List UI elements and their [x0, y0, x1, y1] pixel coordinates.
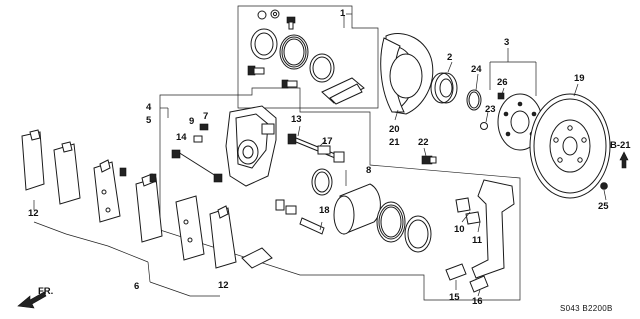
caliper-group-outline	[159, 87, 521, 301]
caliper-piston	[311, 168, 432, 253]
callout-1: 1	[340, 8, 346, 19]
callout-2: 2	[447, 52, 452, 63]
callout-19: 19	[574, 73, 585, 84]
callout-6: 6	[134, 281, 139, 292]
front-direction-arrow	[17, 291, 47, 309]
callout-23: 23	[485, 104, 496, 115]
callout-24: 24	[471, 64, 482, 75]
seal-kit	[247, 9, 365, 105]
front-label: FR.	[38, 286, 53, 297]
callout-3: 3	[504, 37, 509, 48]
brake-pads	[21, 129, 273, 269]
reference-label: B-21	[610, 140, 631, 151]
caliper-bracket	[421, 155, 515, 293]
callout-25: 25	[598, 201, 609, 212]
callout-12-bottom: 12	[218, 280, 229, 291]
seal-kit-box-outline	[237, 5, 379, 109]
callout-15: 15	[449, 292, 460, 303]
callout-13: 13	[291, 114, 302, 125]
wheel-bearing	[430, 72, 482, 111]
diagram-code: S043 B2200B	[560, 304, 613, 313]
callout-5: 5	[146, 115, 152, 126]
callout-22: 22	[418, 137, 429, 148]
callout-21: 21	[389, 137, 400, 148]
callout-26: 26	[497, 77, 508, 88]
brake-disc	[529, 93, 629, 199]
callout-12-left: 12	[28, 208, 39, 219]
callout-10: 10	[454, 224, 465, 235]
callout-18: 18	[319, 205, 330, 216]
callout-4: 4	[146, 102, 152, 113]
caliper-pins	[275, 133, 345, 235]
callout-9: 9	[189, 116, 194, 127]
splash-shield	[380, 33, 434, 115]
callout-14: 14	[176, 132, 187, 143]
caliper-body	[171, 105, 277, 187]
callout-20: 20	[389, 124, 400, 135]
callout-11: 11	[472, 235, 483, 246]
callout-16: 16	[472, 296, 483, 307]
callout-17: 17	[322, 136, 333, 147]
callout-7: 7	[203, 111, 208, 122]
leader-lines	[33, 16, 607, 297]
callout-8: 8	[366, 165, 371, 176]
